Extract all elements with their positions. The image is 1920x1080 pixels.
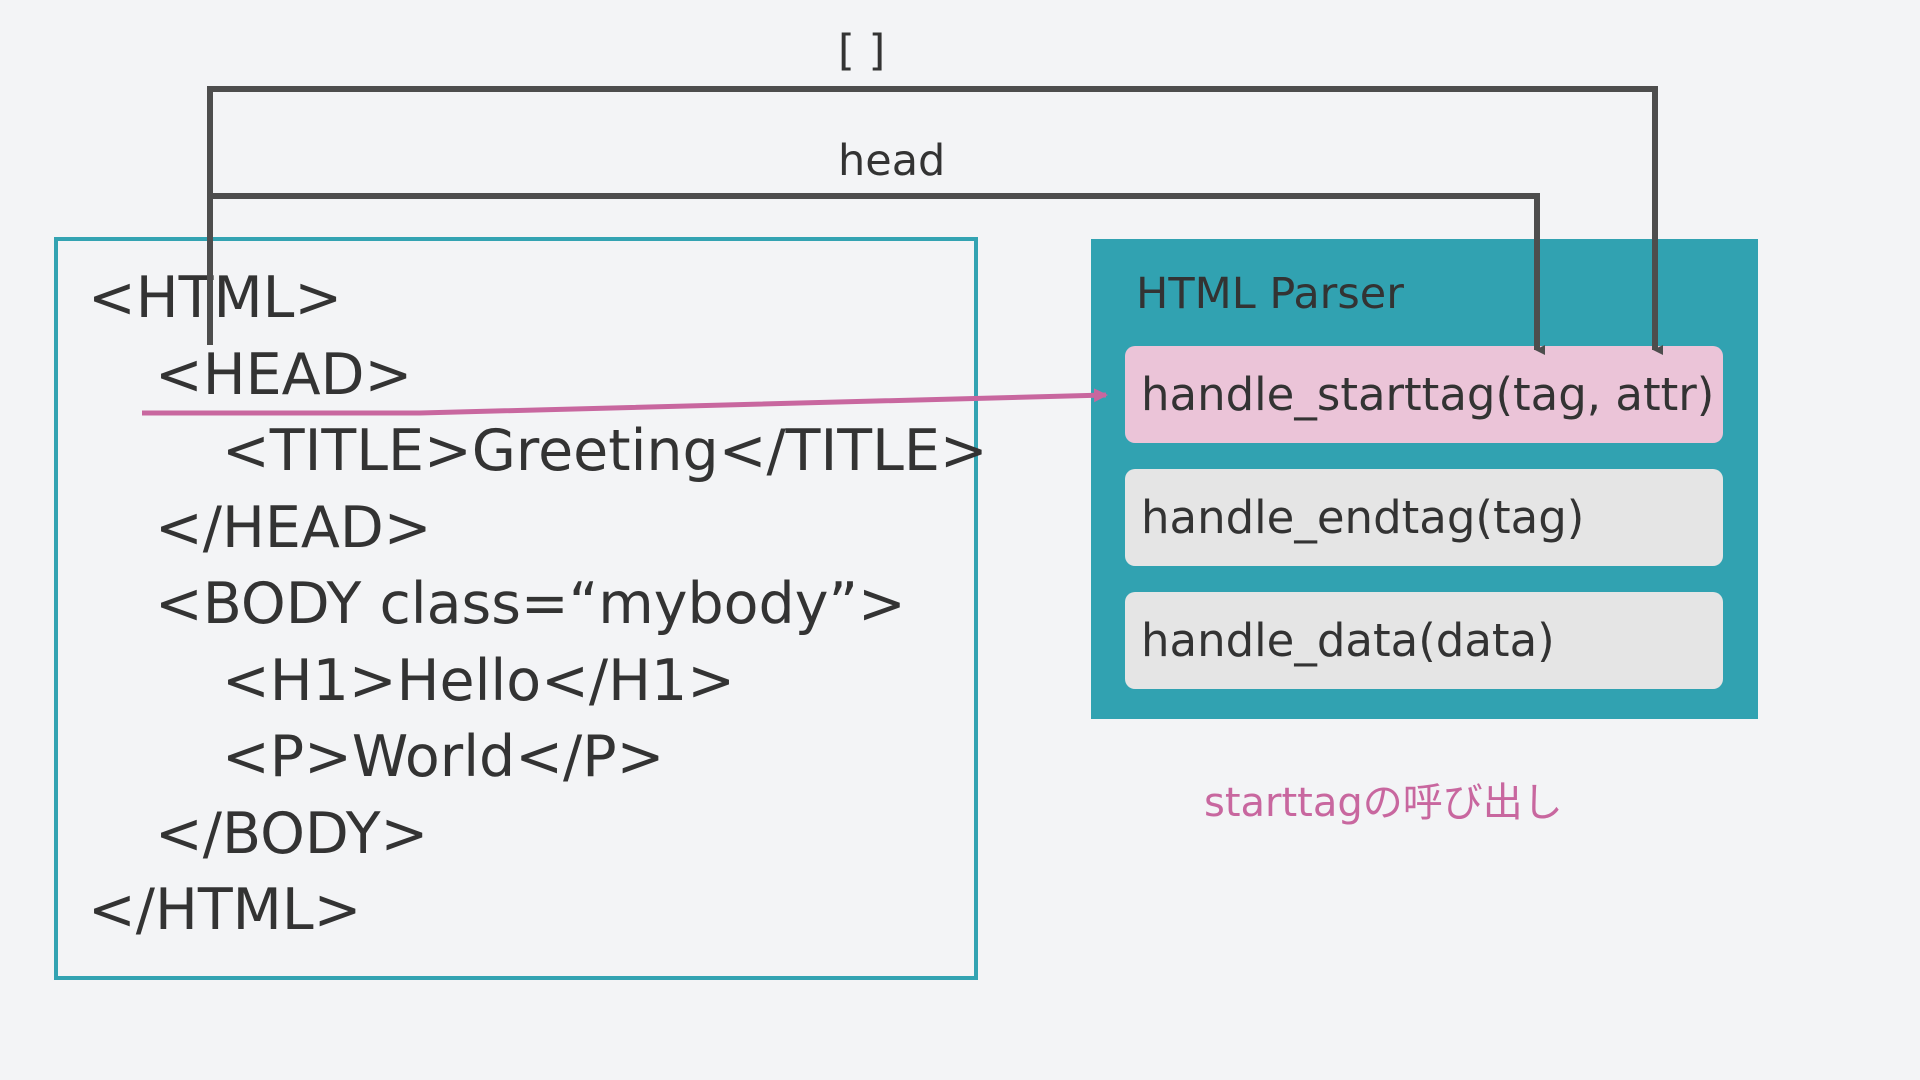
method-handle-starttag: handle_starttag(tag, attr) [1125,346,1723,443]
attr-connector [207,86,1663,355]
code-line-h1: <H1>Hello</H1> [222,648,735,714]
code-line-title: <TITLE>Greeting</TITLE> [222,418,988,484]
method-handle-data: handle_data(data) [1125,592,1723,689]
starttag-call-caption: starttagの呼び出し [1204,780,1563,826]
tag-arg-label: head [838,136,946,186]
code-line-p: <P>World</P> [222,724,665,790]
code-line-html-close: </HTML> [88,877,362,943]
method-label: handle_starttag(tag, attr) [1141,368,1715,421]
parser-title: HTML Parser [1136,269,1404,319]
code-line-head-close: </HEAD> [155,495,432,561]
code-line-body-close: </BODY> [155,801,429,867]
code-line-body-open: <BODY class=“mybody”> [155,571,906,637]
code-line-head-open: <HEAD> [155,342,413,408]
method-handle-endtag: handle_endtag(tag) [1125,469,1723,566]
attr-arg-label: [ ] [838,26,886,76]
html-parser-panel: HTML Parser handle_starttag(tag, attr) h… [1091,239,1758,719]
method-label: handle_endtag(tag) [1141,491,1585,544]
starttag-call-arrow [142,388,1108,416]
html-source-panel [54,237,978,980]
method-label: handle_data(data) [1141,614,1555,667]
code-line-html-open: <HTML> [88,265,343,331]
tag-connector [210,193,1545,355]
